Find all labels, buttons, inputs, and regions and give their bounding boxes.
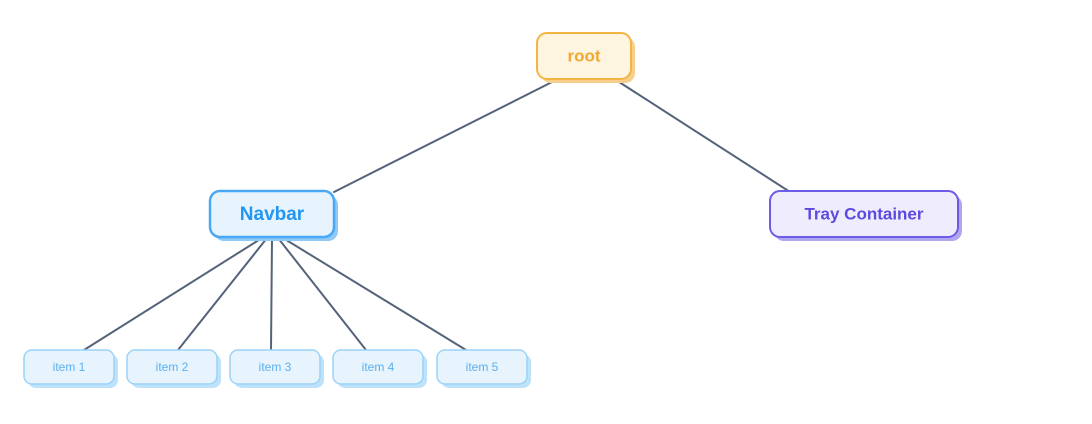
node-box-item-4[interactable]: [332, 349, 424, 385]
node-navbar[interactable]: Navbar: [208, 189, 338, 241]
edges-layer: [83, 79, 791, 351]
edge-navbar-item-3: [270, 237, 273, 351]
node-label-navbar: Navbar: [240, 204, 305, 225]
node-item-3[interactable]: item 3: [229, 349, 324, 388]
node-label-item-2: item 2: [156, 360, 189, 374]
node-item-5[interactable]: item 5: [436, 349, 531, 388]
node-label-item-4: item 4: [362, 360, 395, 374]
node-box-root[interactable]: [536, 32, 632, 80]
node-item-4[interactable]: item 4: [332, 349, 427, 388]
node-item-2[interactable]: item 2: [126, 349, 221, 388]
node-label-tray-container: Tray Container: [804, 204, 923, 223]
node-item-1[interactable]: item 1: [23, 349, 118, 388]
edge-navbar-item-1: [83, 237, 263, 351]
edge-navbar-item-5: [282, 237, 467, 351]
node-root[interactable]: root: [536, 32, 635, 83]
edge-navbar-item-4: [277, 237, 367, 351]
node-label-item-3: item 3: [259, 360, 292, 374]
node-box-navbar[interactable]: [208, 189, 336, 239]
node-label-item-5: item 5: [466, 360, 499, 374]
node-label-root: root: [567, 46, 600, 65]
edge-root-navbar: [333, 79, 557, 193]
node-tray-container[interactable]: Tray Container: [769, 190, 962, 241]
node-box-item-3[interactable]: [229, 349, 321, 385]
node-box-item-1[interactable]: [23, 349, 115, 385]
node-box-item-2[interactable]: [126, 349, 218, 385]
edge-navbar-item-2: [177, 237, 268, 351]
node-label-item-1: item 1: [53, 360, 86, 374]
node-box-tray-container[interactable]: [769, 190, 959, 238]
edge-root-tray: [615, 79, 791, 193]
node-box-item-5[interactable]: [436, 349, 528, 385]
